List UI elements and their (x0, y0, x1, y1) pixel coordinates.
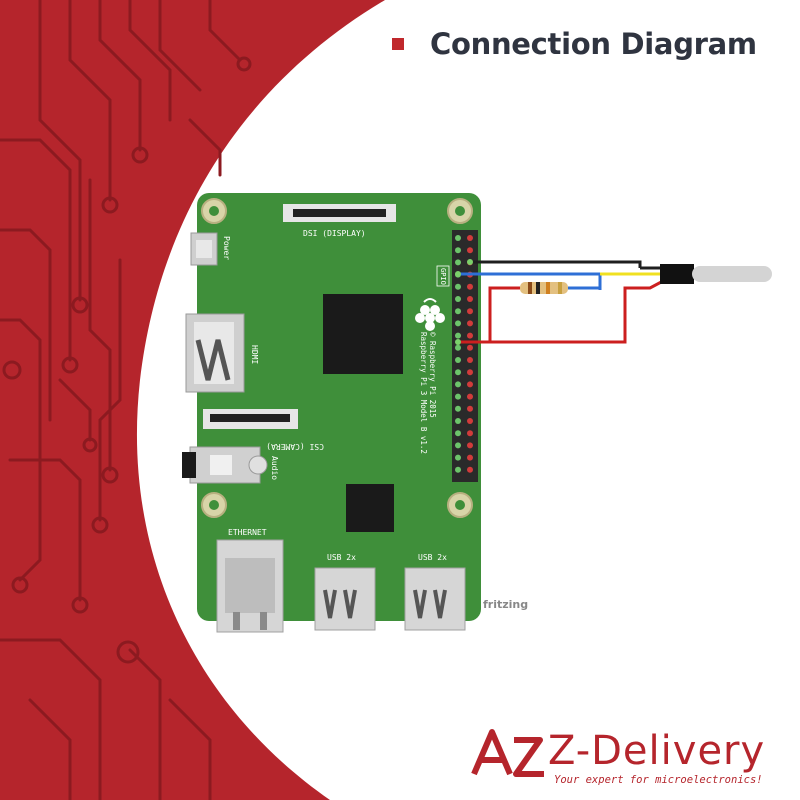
ethernet-label: ETHERNET (228, 528, 267, 537)
gpio-pin (467, 430, 473, 437)
gpio-pin (455, 393, 461, 400)
brand-tagline: Your expert for microelectronics! (554, 774, 763, 786)
title-bullet-icon (392, 38, 404, 50)
gpio-pin (467, 283, 473, 290)
gpio-pin (455, 247, 461, 254)
gpio-pin (467, 320, 473, 327)
hdmi-label: HDMI (250, 345, 259, 364)
dsi-display-connector (283, 204, 396, 222)
usb-port-2 (404, 567, 466, 631)
raspberry-pi-board (197, 193, 481, 621)
gpio-pin (455, 430, 461, 437)
usb-port-1 (314, 567, 376, 631)
usb-controller-chip (346, 484, 394, 532)
csi-camera-connector (203, 409, 298, 429)
power-label: Power (222, 236, 231, 260)
brand-name: Z-Delivery (548, 728, 766, 774)
gpio-pin (455, 466, 461, 473)
gpio-pin (467, 308, 473, 315)
az-delivery-logo: Z-Delivery Your expert for microelectron… (470, 726, 780, 790)
gpio-pin (467, 247, 473, 254)
power-connector (190, 232, 218, 266)
processor-chip (323, 294, 403, 374)
gpio-pin (467, 332, 473, 339)
gpio-pin (467, 344, 473, 351)
resistor (520, 282, 568, 294)
csi-camera-label: CSI (CAMERA) (266, 442, 324, 451)
gpio-pin (467, 369, 473, 376)
gpio-pin (455, 320, 461, 327)
gpio-pin (467, 442, 473, 449)
gpio-pin (467, 235, 473, 241)
dsi-display-label: DSI (DISPLAY) (303, 229, 366, 238)
wire-black (470, 260, 642, 268)
usb-label-2: USB 2x (418, 553, 447, 562)
gpio-pin (455, 296, 461, 302)
wire-red-resistor (488, 286, 520, 342)
gpio-pin (455, 381, 461, 388)
gpio-pin (467, 296, 473, 302)
page-title: Connection Diagram (430, 27, 757, 61)
gpio-pin (455, 332, 461, 339)
audio-label: Audio (270, 456, 279, 480)
board-model-text: Raspberry Pi 3 Model B v1.2 (419, 332, 428, 454)
gpio-pin (467, 393, 473, 400)
gpio-pin (455, 259, 461, 266)
az-logo-icon (471, 729, 544, 777)
gpio-pin (455, 357, 461, 363)
usb-label-1: USB 2x (327, 553, 356, 562)
gpio-pin (455, 454, 461, 461)
audio-jack (182, 446, 268, 484)
gpio-pin (455, 283, 461, 290)
gpio-pin (455, 235, 461, 241)
gpio-pin (455, 308, 461, 315)
ethernet-port (216, 539, 284, 633)
gpio-pin (455, 369, 461, 376)
gpio-pin (467, 405, 473, 412)
board-copyright-text: © Raspberry Pi 2015 (428, 332, 437, 418)
gpio-pin (467, 357, 473, 363)
gpio-pin (455, 344, 461, 351)
gpio-pin (455, 418, 461, 424)
gpio-pin (467, 454, 473, 461)
gpio-pin (467, 466, 473, 473)
gpio-pin (467, 418, 473, 424)
gpio-pin (455, 405, 461, 412)
wire-red-gpio (458, 278, 666, 344)
hdmi-connector (185, 313, 245, 393)
gpio-pin (467, 381, 473, 388)
gpio-label: GPIO (439, 268, 447, 285)
raspberry-logo-icon (415, 298, 445, 331)
temperature-sensor-probe (660, 264, 772, 284)
gpio-pins (455, 235, 473, 473)
gpio-pin (455, 442, 461, 449)
fritzing-label: fritzing (483, 598, 528, 611)
title-block: Connection Diagram (392, 22, 757, 66)
